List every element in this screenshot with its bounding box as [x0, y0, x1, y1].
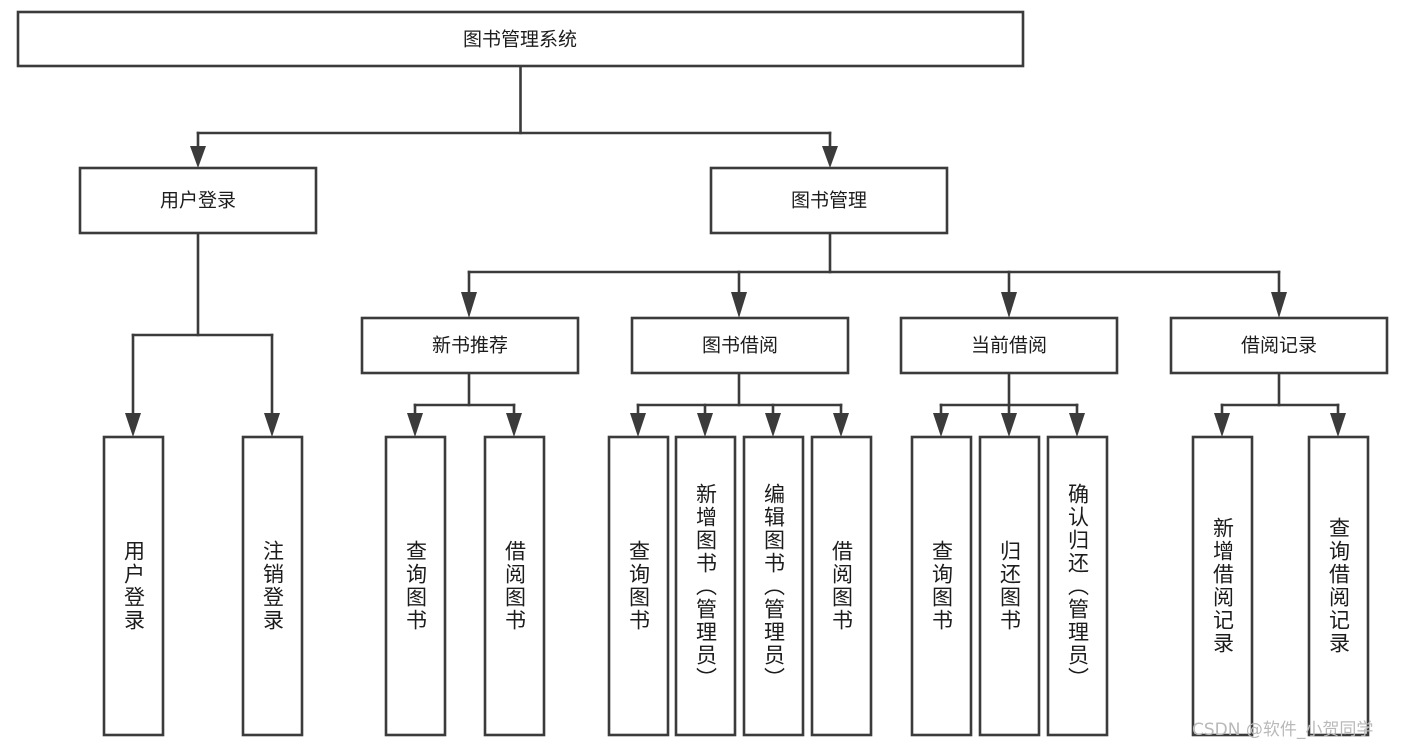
- leaf-box-book-borrow-4[interactable]: [810, 435, 873, 737]
- arrow-head-to-new-book: [461, 292, 477, 318]
- arrow-head-record-leaf-1: [1214, 413, 1230, 437]
- arrow-head-to-borrow-record: [1271, 292, 1287, 318]
- leaf-box-book-borrow-2[interactable]: [674, 435, 737, 737]
- leaf-box-current-borrow-2[interactable]: [978, 435, 1041, 737]
- arrow-head-borrow-leaf-1: [630, 413, 646, 437]
- arrow-head-to-user-login: [190, 146, 206, 168]
- arrow-head-login-leaf-2: [264, 413, 280, 437]
- node-user-login-label: 用户登录: [160, 190, 236, 212]
- csdn-watermark: CSDN @软件_小贺同学: [1192, 720, 1374, 740]
- node-user-login[interactable]: [78, 166, 318, 235]
- connector-group-borrow-record: [1214, 371, 1346, 437]
- node-book-management[interactable]: [709, 166, 949, 235]
- arrow-head-borrow-leaf-2: [697, 413, 713, 437]
- arrow-head-borrow-leaf-3: [765, 413, 781, 437]
- leaf-box-current-borrow-1[interactable]: [910, 435, 973, 737]
- leaf-box-book-borrow-3[interactable]: [742, 435, 805, 737]
- arrow-head-current-leaf-2: [1001, 413, 1017, 437]
- connector-group-current-borrow: [933, 371, 1085, 437]
- connector-group-user-login: [125, 231, 280, 437]
- arrow-head-login-leaf-1: [125, 413, 141, 437]
- leaf-box-borrow-record-2[interactable]: [1307, 435, 1370, 737]
- node-borrow-record[interactable]: [1169, 316, 1389, 375]
- leaf-box-borrow-record-1[interactable]: [1191, 435, 1254, 737]
- arrow-head-to-book-borrow: [731, 292, 747, 318]
- leaf-box-new-book-2[interactable]: [483, 435, 546, 737]
- node-current-borrow-label: 当前借阅: [971, 335, 1047, 357]
- connector-group-new-book: [407, 371, 522, 437]
- arrow-head-to-book-manage: [822, 146, 838, 168]
- node-new-book-recommend[interactable]: [360, 316, 580, 375]
- connector-group-book-manage: [461, 231, 1287, 318]
- leaf-box-new-book-1[interactable]: [384, 435, 447, 737]
- leaf-box-current-borrow-3[interactable]: [1046, 435, 1109, 737]
- arrow-head-current-leaf-3: [1069, 413, 1085, 437]
- connector-group-book-borrow: [630, 371, 849, 437]
- node-current-borrow[interactable]: [899, 316, 1119, 375]
- arrow-head-borrow-leaf-4: [833, 413, 849, 437]
- leaf-box-user-login-2[interactable]: [241, 435, 304, 737]
- node-book-borrow[interactable]: [630, 316, 850, 375]
- node-book-management-label: 图书管理: [791, 190, 867, 212]
- leaf-box-book-borrow-1[interactable]: [607, 435, 670, 737]
- node-root-label: 图书管理系统: [463, 29, 577, 51]
- node-new-book-recommend-label: 新书推荐: [432, 335, 508, 357]
- node-borrow-record-label: 借阅记录: [1241, 335, 1317, 357]
- arrow-head-newbook-leaf-2: [506, 413, 522, 437]
- arrow-head-newbook-leaf-1: [407, 413, 423, 437]
- arrow-head-record-leaf-2: [1330, 413, 1346, 437]
- node-root-book-management-system[interactable]: [16, 10, 1025, 68]
- arrow-head-to-current-borrow: [1001, 292, 1017, 318]
- connector-group-root: [190, 64, 838, 168]
- arrow-head-current-leaf-1: [933, 413, 949, 437]
- node-book-borrow-label: 图书借阅: [702, 335, 778, 357]
- leaf-box-user-login-1[interactable]: [102, 435, 165, 737]
